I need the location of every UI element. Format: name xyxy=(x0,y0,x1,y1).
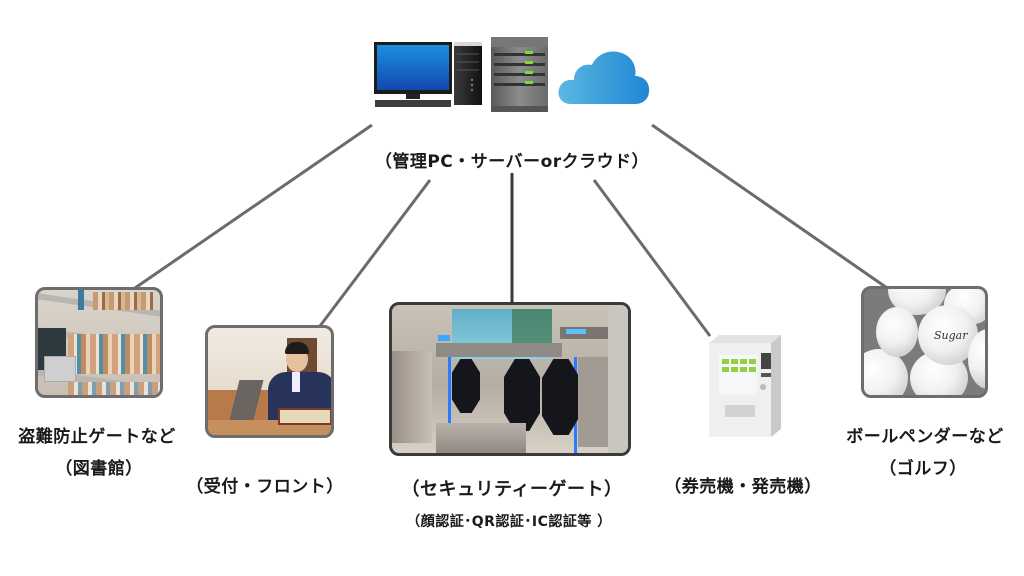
library-sublabel: （図書館） xyxy=(55,459,143,479)
connector-library xyxy=(134,123,373,290)
ticket-machine-label: （券売機・発売機） xyxy=(664,477,822,497)
security-gate-photo xyxy=(389,302,631,456)
server-icon xyxy=(491,37,548,112)
security-gate-sublabel: （顔認証･QR認証･IC認証等 ） xyxy=(406,514,612,530)
library-bookshelf-photo xyxy=(35,287,163,398)
ticket-vending-machine-icon xyxy=(709,335,781,437)
connector-reception xyxy=(318,179,432,327)
library-label: 盗難防止ゲートなど xyxy=(18,427,176,447)
connector-ball-vendor xyxy=(651,123,891,292)
reception-front-desk-photo xyxy=(205,325,334,438)
connector-ticket-machine xyxy=(592,179,712,337)
ball-vendor-sublabel: （ゴルフ） xyxy=(879,459,967,479)
reception-label: （受付・フロント） xyxy=(186,477,344,497)
security-gate-label: （セキュリティーゲート） xyxy=(401,479,623,500)
hub xyxy=(370,34,660,116)
golf-balls-photo: Sugar xyxy=(861,286,988,398)
cloud-icon xyxy=(558,51,650,104)
ball-vendor-label: ボールペンダーなど xyxy=(846,427,1004,447)
hub-label: （管理PC・サーバーorクラウド） xyxy=(374,152,650,172)
desktop-pc-icon xyxy=(374,42,482,107)
